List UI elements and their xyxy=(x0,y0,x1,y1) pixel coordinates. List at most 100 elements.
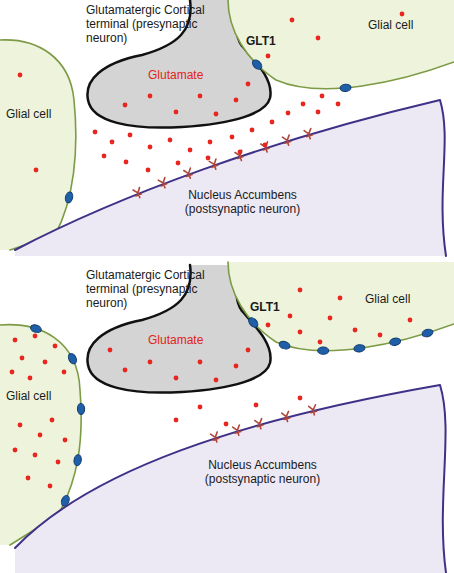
transporter-body xyxy=(389,337,401,347)
transporter-label: GLT1 xyxy=(246,34,276,48)
glutamate-dot xyxy=(408,318,413,323)
transporter-symbol xyxy=(77,403,85,414)
glutamate-dot xyxy=(174,110,179,115)
membrane-outline xyxy=(0,40,76,250)
glutamate-dot xyxy=(336,102,341,107)
glutamate-dot xyxy=(148,360,153,365)
receptor-symbol xyxy=(282,411,291,422)
glutamate-dot xyxy=(208,140,213,145)
glutamate-dot xyxy=(246,348,251,353)
transporter-label: GLT1 xyxy=(250,300,280,314)
receptor-symbol xyxy=(133,187,143,198)
receptor-symbol xyxy=(158,178,168,189)
glutamate-dot xyxy=(110,140,115,145)
transporter-symbol xyxy=(353,344,365,353)
glutamate-dot xyxy=(146,168,151,173)
shape-fill xyxy=(0,40,76,250)
transporter-symbol xyxy=(278,340,291,350)
glutamate-dot xyxy=(168,138,173,143)
transporter-body xyxy=(247,316,260,329)
glial-cell: GLT1Glial cell xyxy=(226,262,454,372)
shape-fill xyxy=(15,100,446,256)
glutamate-dot xyxy=(250,128,255,133)
glial-label: Glial cell xyxy=(6,389,51,403)
transporter-symbol xyxy=(73,454,82,466)
glutamate-dot xyxy=(234,98,239,103)
glutamate-dot xyxy=(318,340,323,345)
membrane-outline xyxy=(15,100,446,256)
transporter-body xyxy=(278,340,291,350)
glutamate-dot xyxy=(108,348,113,353)
neuron-label: Nucleus Accumbens (postsynaptic neuron) xyxy=(180,188,305,216)
glutamate-dot xyxy=(20,356,25,361)
glutamate-dot xyxy=(263,143,268,148)
glutamate-dot xyxy=(288,314,293,319)
glutamate-dot xyxy=(298,330,303,335)
glutamate-dot xyxy=(148,94,153,99)
receptors xyxy=(211,405,318,443)
terminal-label: Glutamatergic Cortical terminal (presyna… xyxy=(86,3,206,45)
terminal-label: Glutamatergic Cortical terminal (presyna… xyxy=(86,268,206,310)
glial-label: Glial cell xyxy=(368,18,413,32)
transporter-symbol xyxy=(60,494,71,507)
glutamate-label: Glutamate xyxy=(148,68,203,82)
glutamate-dot xyxy=(56,460,61,465)
glutamate-dot xyxy=(10,370,15,375)
glutamate-dot xyxy=(63,438,68,443)
glutamate-dot xyxy=(206,156,211,161)
glutamate-dot xyxy=(254,403,259,408)
glutamate-dot xyxy=(198,94,203,99)
shape-outline xyxy=(10,95,454,258)
receptor-symbol xyxy=(209,159,219,170)
glial-cell: GLT1 Glial cell xyxy=(226,0,454,106)
glutamate-dot xyxy=(53,344,58,349)
glutamate-dot xyxy=(266,323,271,328)
receptor-symbol xyxy=(233,425,242,436)
transporter-symbol xyxy=(30,324,43,334)
glt1-transporters xyxy=(251,58,352,92)
glutamate-dot xyxy=(378,333,383,338)
transporter-symbol xyxy=(340,84,352,92)
glutamate-dot xyxy=(102,154,107,159)
receptor-symbol xyxy=(304,129,313,140)
transporter-symbol xyxy=(251,58,264,71)
glutamate-dot xyxy=(28,376,33,381)
glutamate-dot xyxy=(50,418,55,423)
shape-fill xyxy=(228,0,454,89)
shape-outline xyxy=(226,262,454,372)
postsynaptic-neuron: Nucleus Accumbens (postsynaptic neuron) xyxy=(10,95,454,258)
receptor-symbol xyxy=(282,135,291,146)
glutamate-dot xyxy=(62,370,67,375)
receptor-symbol xyxy=(211,432,221,443)
shape-outline xyxy=(226,0,454,106)
transporter-symbol xyxy=(421,328,434,338)
glutamate-dot xyxy=(266,54,271,59)
glutamate-dot xyxy=(174,418,179,423)
transporter-body xyxy=(64,191,74,203)
glutamate-dot xyxy=(33,453,38,458)
receptor-symbol xyxy=(184,168,194,179)
glutamate-dot xyxy=(214,378,219,383)
glutamate-dot xyxy=(18,73,23,78)
transporter-body xyxy=(318,347,329,354)
transporter-body xyxy=(353,344,365,353)
glutamate-dot xyxy=(13,448,18,453)
glutamate-dot xyxy=(123,103,128,108)
glutamate-dot xyxy=(188,148,193,153)
glutamate-dot xyxy=(48,484,53,489)
glt1-transporters xyxy=(64,191,74,203)
transporter-body xyxy=(60,494,71,507)
glutamate-dot xyxy=(148,145,153,150)
glutamate-dot xyxy=(238,150,243,155)
glutamate-dot xyxy=(400,12,405,17)
transporter-symbol xyxy=(64,191,74,203)
receptor-symbol xyxy=(235,150,245,161)
glutamate-dot xyxy=(246,82,251,87)
glutamate-dot xyxy=(353,328,358,333)
shape-fill xyxy=(228,262,454,351)
transporter-symbol xyxy=(318,347,329,354)
glutamate-dot xyxy=(230,135,235,140)
transporter-body xyxy=(77,403,85,414)
glutamate-dot xyxy=(13,338,18,343)
